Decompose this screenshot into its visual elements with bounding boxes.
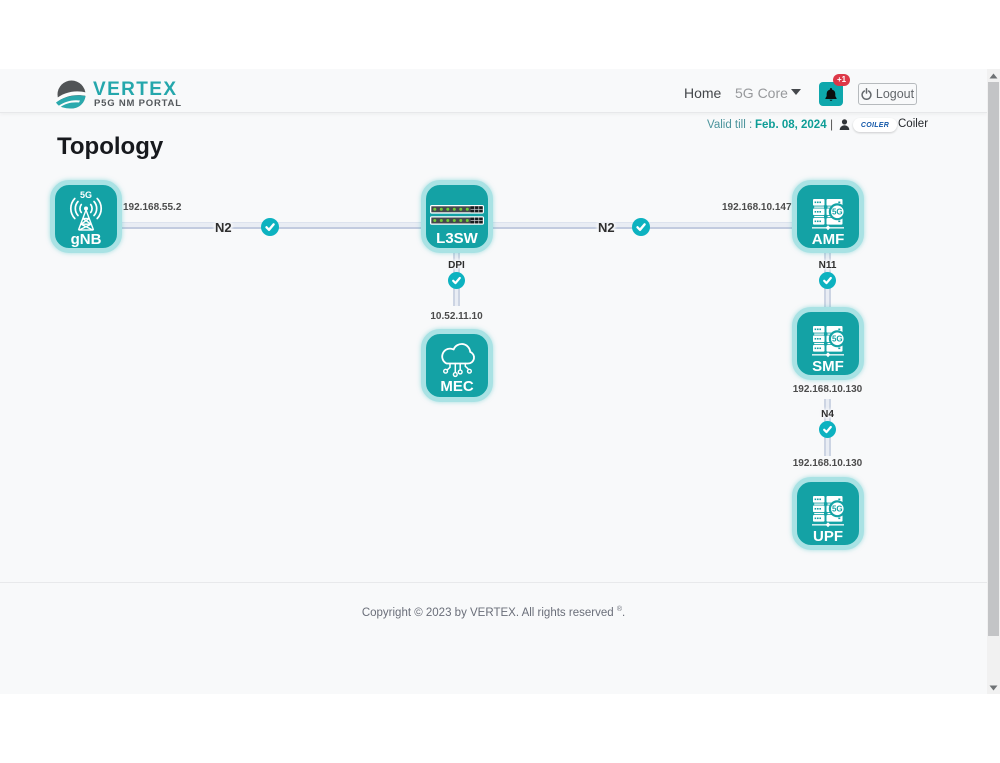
svg-text:5G: 5G <box>80 190 92 200</box>
